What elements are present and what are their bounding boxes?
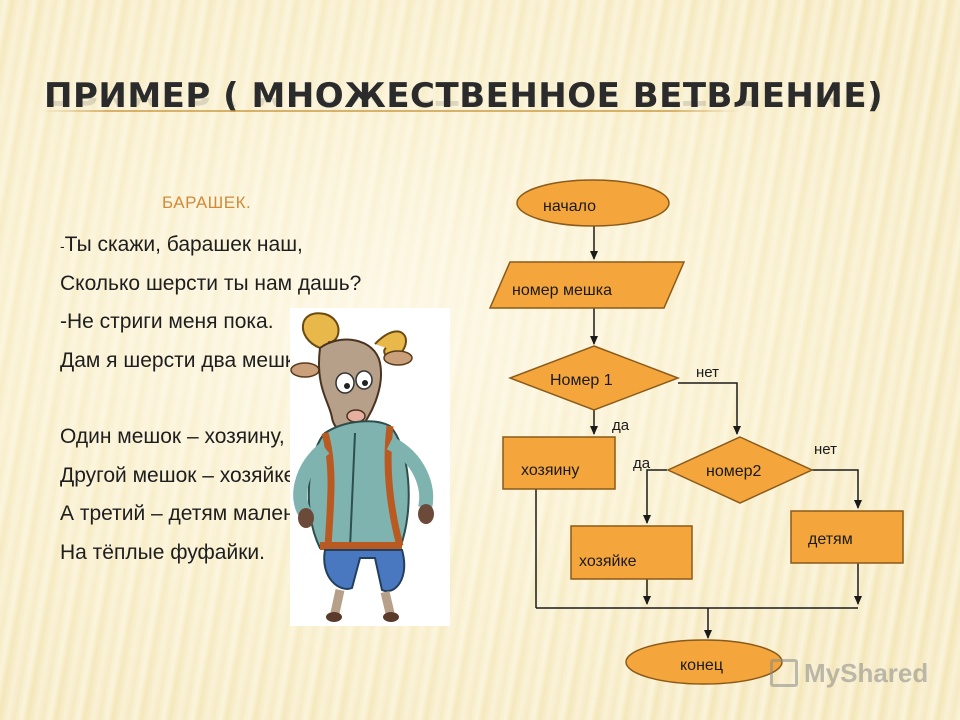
flowchart-children-label: детям [808,531,853,548]
flowchart-owner-label: хозяину [521,462,579,479]
poem-text: -Ты скажи, барашек наш, Сколько шерсти т… [60,232,361,578]
flowchart-hostess-label: хозяйке [579,553,637,570]
flowchart-yes-label-1: да [612,417,630,434]
poem-line: На тёплые фуфайки. [60,540,265,564]
flowchart-hostess-box [570,525,693,580]
flowchart-input-label: номер мешка [512,282,612,299]
flowchart-decision-1-label: Номер 1 [550,372,613,389]
poem-line: А третий – детям маленьким [60,502,341,525]
flowchart-start-label: начало [543,198,596,215]
poem-line: Один мешок – хозяину, [60,425,285,448]
flowchart-decision-1 [507,345,681,411]
watermark: MyShared [770,658,928,689]
watermark-text: MyShared [804,658,929,688]
poem-line: -Ты скажи, барашек наш, [60,233,303,256]
poem-line: -Не стриги меня пока. [60,310,274,333]
connector-decision1-no [678,382,741,435]
flowchart-decision-2 [666,436,814,504]
presentation-icon [770,659,798,687]
sheep-drawing [290,312,434,622]
flowchart-children-box [790,510,904,564]
poem-subheading: БАРАШЕК. [162,193,252,212]
sheep-illustration [290,308,450,626]
flowchart-yes-label-2: да [633,455,651,472]
slide-title: ПРИМЕР ( МНОЖЕСТВЕННОЕ ВЕТВЛЕНИЕ) [44,76,884,116]
title-underline [40,110,740,112]
flowchart-owner-box [502,436,616,490]
flowchart-end-label: конец [680,657,723,674]
flowchart-input [488,261,686,309]
flowchart-no-label-1: нет [696,364,719,381]
connector-decision2-no [808,469,862,509]
connector-decision2-yes [643,469,667,524]
flowchart-no-label-2: нет [814,441,837,458]
flowchart-end [625,639,783,685]
poem-line: Другой мешок – хозяйке, [60,463,302,487]
flowchart-decision-2-label: номер2 [706,463,762,480]
poem-line: Сколько шерсти ты нам дашь? [60,271,362,295]
flowchart-start [516,179,670,227]
poem-line: Дам я шерсти два мешка. [60,348,313,372]
